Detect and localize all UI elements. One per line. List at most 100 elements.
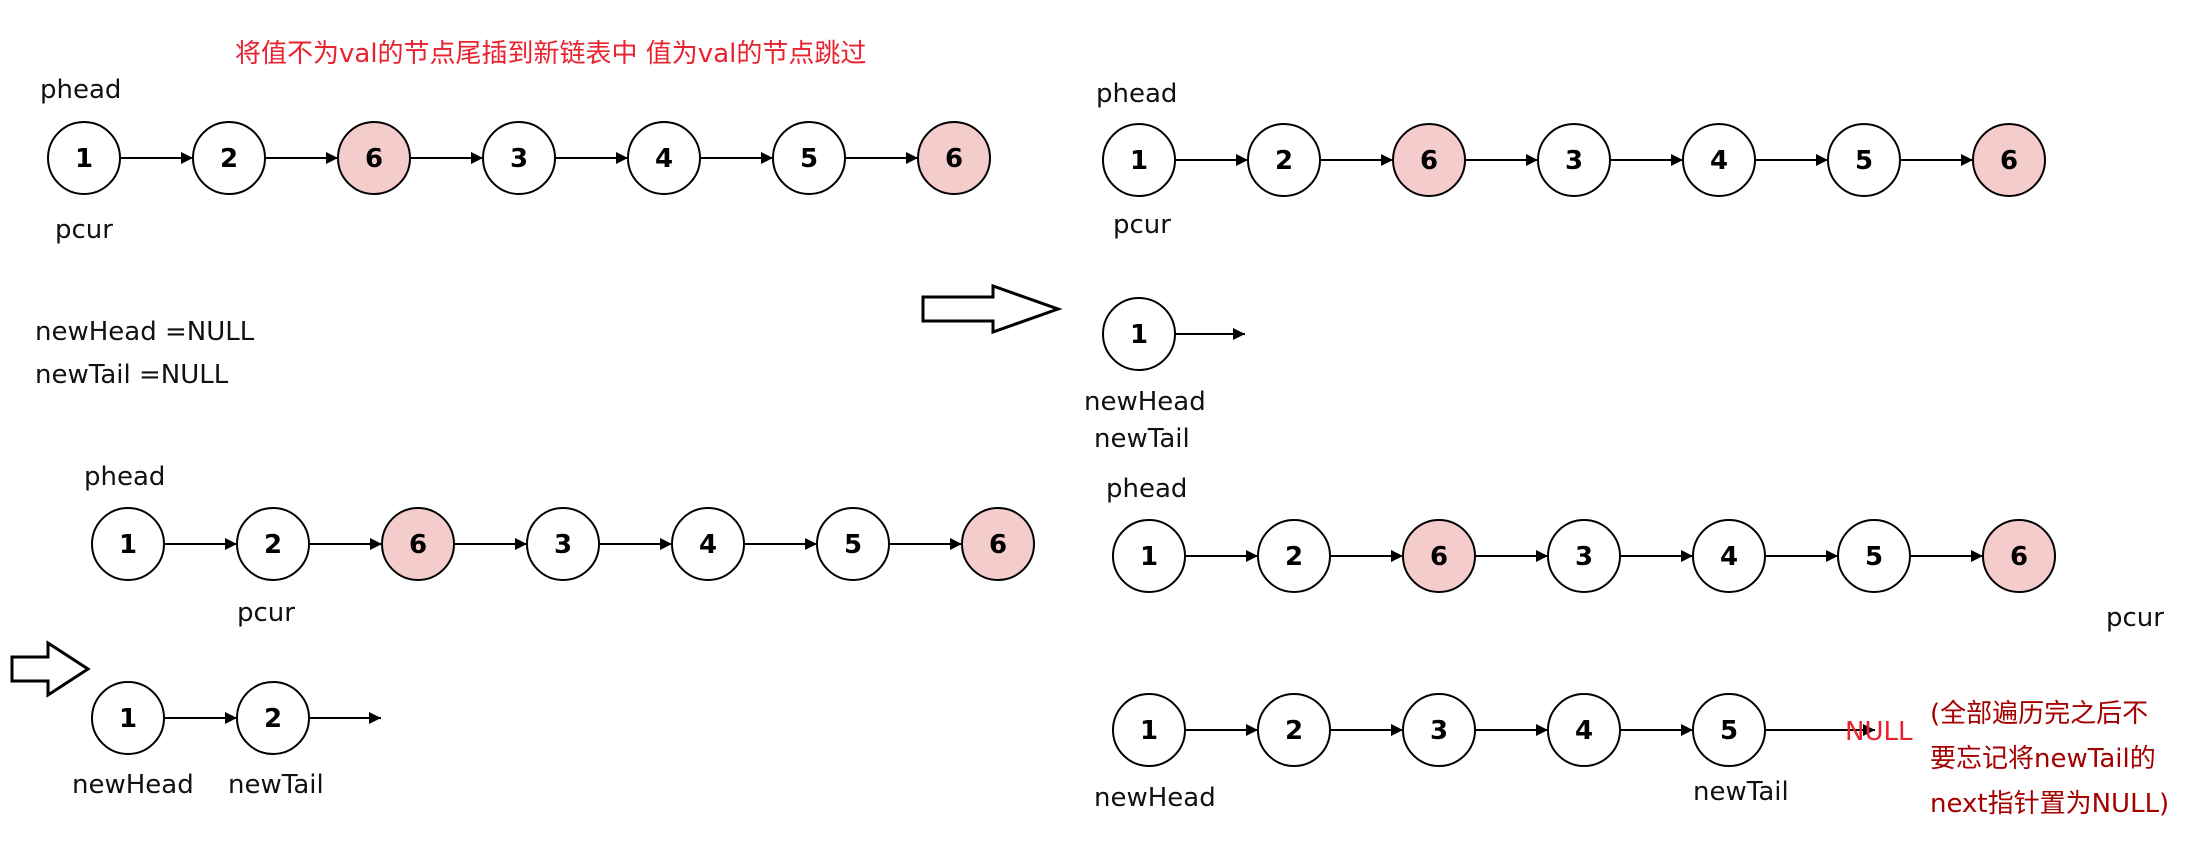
new-head-label: newHead: [1094, 783, 1216, 813]
list-node-removed: [1972, 123, 2046, 197]
node-value: 2: [1285, 542, 1303, 572]
node-value: 4: [1575, 716, 1593, 746]
list-node-removed: [1982, 519, 2056, 593]
node-value: 3: [510, 144, 528, 174]
node-value: 3: [1575, 542, 1593, 572]
list-node: [1112, 693, 1186, 767]
list-node: [1837, 519, 1911, 593]
diagram-4: phead 1 2 6 3 4 5 6 pcur 1 2 3 4 5 newHead newTail…: [1094, 474, 2169, 819]
node-value: 5: [1865, 542, 1883, 572]
note-line-1: (全部遍历完之后不: [1930, 699, 2148, 729]
node-value: 5: [800, 144, 818, 174]
list-node: [1257, 693, 1331, 767]
original-list: 1 2 6 3 4 5 6: [47, 121, 991, 195]
node-value: 3: [554, 530, 572, 560]
node-value: 2: [1275, 146, 1293, 176]
list-node-removed: [917, 121, 991, 195]
node-value: 5: [844, 530, 862, 560]
list-node: [1827, 123, 1901, 197]
node-value: 6: [1420, 146, 1438, 176]
null-label: NULL: [1845, 717, 1913, 747]
list-node-removed: [1402, 519, 1476, 593]
node-value: 6: [2010, 542, 2028, 572]
list-node: [1112, 519, 1186, 593]
node-value: 4: [1710, 146, 1728, 176]
list-node-removed: [381, 507, 455, 581]
list-node: [1257, 519, 1331, 593]
diagram-1: phead 1 2 6 3 4 5 6 pcur newHead =NULL newTail…: [35, 75, 991, 390]
new-head-label: newHead: [72, 770, 194, 800]
list-node: [482, 121, 556, 195]
new-tail-init: newTail =NULL: [35, 360, 229, 390]
node-value: 2: [264, 530, 282, 560]
phead-label: phead: [1096, 79, 1177, 109]
list-node: [627, 121, 701, 195]
list-node: [236, 507, 310, 581]
pcur-label: pcur: [55, 215, 113, 245]
list-node-removed: [961, 507, 1035, 581]
new-tail-label: newTail: [228, 770, 324, 800]
node-value: 6: [945, 144, 963, 174]
node-value: 4: [655, 144, 673, 174]
node-value: 6: [2000, 146, 2018, 176]
list-node: [1247, 123, 1321, 197]
list-node: [1547, 693, 1621, 767]
pcur-label: pcur: [2106, 603, 2164, 633]
list-node-removed: [1392, 123, 1466, 197]
list-node: [91, 681, 165, 755]
new-head-label: newHead: [1084, 387, 1206, 417]
node-value: 6: [1430, 542, 1448, 572]
node-value: 1: [75, 144, 93, 174]
node-value: 5: [1855, 146, 1873, 176]
list-node-removed: [337, 121, 411, 195]
node-value: 4: [1720, 542, 1738, 572]
new-head-init: newHead =NULL: [35, 317, 255, 347]
node-value: 1: [1140, 716, 1158, 746]
node-value: 6: [989, 530, 1007, 560]
list-node: [91, 507, 165, 581]
node-value: 1: [119, 530, 137, 560]
pcur-label: pcur: [1113, 210, 1171, 240]
node-value: 3: [1565, 146, 1583, 176]
phead-label: phead: [84, 462, 165, 492]
phead-label: phead: [40, 75, 121, 105]
node-value: 1: [1140, 542, 1158, 572]
original-list: 1 2 6 3 4 5 6: [91, 507, 1035, 581]
list-node: [772, 121, 846, 195]
phead-label: phead: [1106, 474, 1187, 504]
list-node: [526, 507, 600, 581]
list-node: [1547, 519, 1621, 593]
node-value: 6: [365, 144, 383, 174]
list-node: [192, 121, 266, 195]
diagram-title: 将值不为val的节点尾插到新链表中 值为val的节点跳过: [235, 39, 866, 69]
list-node: [816, 507, 890, 581]
right-arrow-icon: [921, 283, 1063, 335]
new-tail-label: newTail: [1693, 777, 1789, 807]
node-value: 6: [409, 530, 427, 560]
node-value: 2: [220, 144, 238, 174]
list-node: [1402, 693, 1476, 767]
list-node: [671, 507, 745, 581]
list-node: [47, 121, 121, 195]
node-value: 1: [1130, 320, 1148, 350]
node-value: 2: [264, 704, 282, 734]
node-value: 4: [699, 530, 717, 560]
note-line-3: next指针置为NULL): [1930, 789, 2169, 819]
node-value: 3: [1430, 716, 1448, 746]
right-arrow-icon: [10, 640, 91, 698]
note-line-2: 要忘记将newTail的: [1930, 744, 2156, 774]
node-value: 5: [1720, 716, 1738, 746]
list-node: [1537, 123, 1611, 197]
node-value: 2: [1285, 716, 1303, 746]
pcur-label: pcur: [237, 598, 295, 628]
new-tail-label: newTail: [1094, 424, 1190, 454]
original-list: 1 2 6 3 4 5 6: [1112, 519, 2056, 593]
list-node: [1682, 123, 1756, 197]
node-value: 1: [119, 704, 137, 734]
new-list: 1: [1102, 297, 1245, 371]
